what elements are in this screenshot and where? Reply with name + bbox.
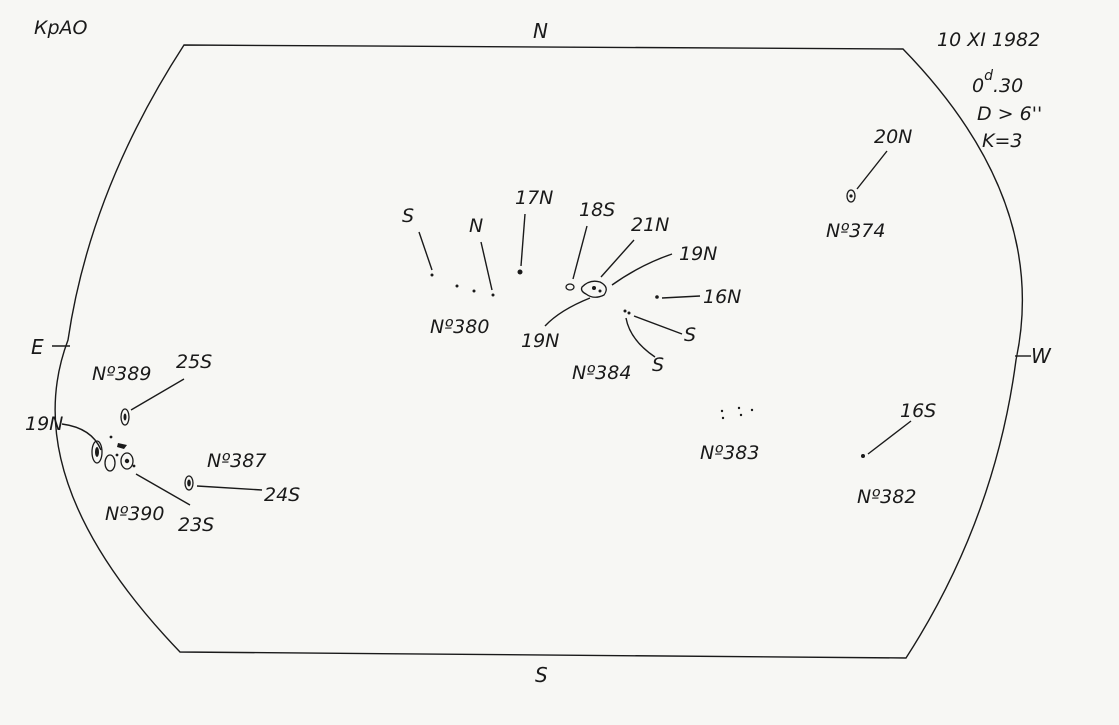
region-374-label: Nº374 (826, 220, 885, 242)
tag-384-s1: S (684, 324, 696, 346)
tag-384-19n: 19N (679, 243, 717, 265)
spot-group-384 (580, 280, 607, 298)
region-387-label: Nº387 (207, 450, 266, 472)
tag-384-21n: 21N (631, 214, 669, 236)
region-382-label: Nº382 (857, 486, 916, 508)
spot-390-a (91, 440, 103, 464)
west-label: W (1031, 344, 1052, 368)
tag-384-s2: S (652, 354, 664, 376)
tag-389-25s: 25S (176, 351, 212, 373)
tag-384-19n-b: 19N (521, 330, 559, 352)
tag-380-17n: 17N (515, 187, 553, 209)
east-label: E (31, 335, 44, 359)
diameter-label: D > 6'' (977, 103, 1042, 125)
time-label: 0d.30 (972, 68, 1023, 97)
south-label: S (535, 663, 548, 687)
tag-384-18s: 18S (579, 199, 615, 221)
leader-374 (856, 150, 888, 190)
tag-382-16s: 16S (900, 400, 936, 422)
region-390-label: Nº390 (105, 503, 164, 525)
spot-374 (846, 189, 856, 203)
observatory-label: КрАО (34, 17, 88, 39)
k-label: K=3 (982, 130, 1022, 152)
tag-384-16n: 16N (703, 286, 741, 308)
tag-387-24s: 24S (264, 484, 300, 506)
date-label: 10 XI 1982 (937, 29, 1040, 51)
spot-390-b (120, 452, 134, 470)
region-380-label: Nº380 (430, 316, 489, 338)
tag-374-20n: 20N (874, 126, 912, 148)
region-384-label: Nº384 (572, 362, 631, 384)
region-383-label: Nº383 (700, 442, 759, 464)
tag-380-n: N (469, 215, 483, 237)
tag-380-s: S (402, 205, 414, 227)
tag-390-23s: 23S (178, 514, 214, 536)
region-389-label: Nº389 (92, 363, 151, 385)
disk-outline (54, 44, 1023, 659)
spot-387 (184, 475, 194, 491)
north-label: N (533, 19, 548, 43)
spot-389 (120, 408, 130, 426)
tag-390-19n: 19N (25, 413, 63, 435)
